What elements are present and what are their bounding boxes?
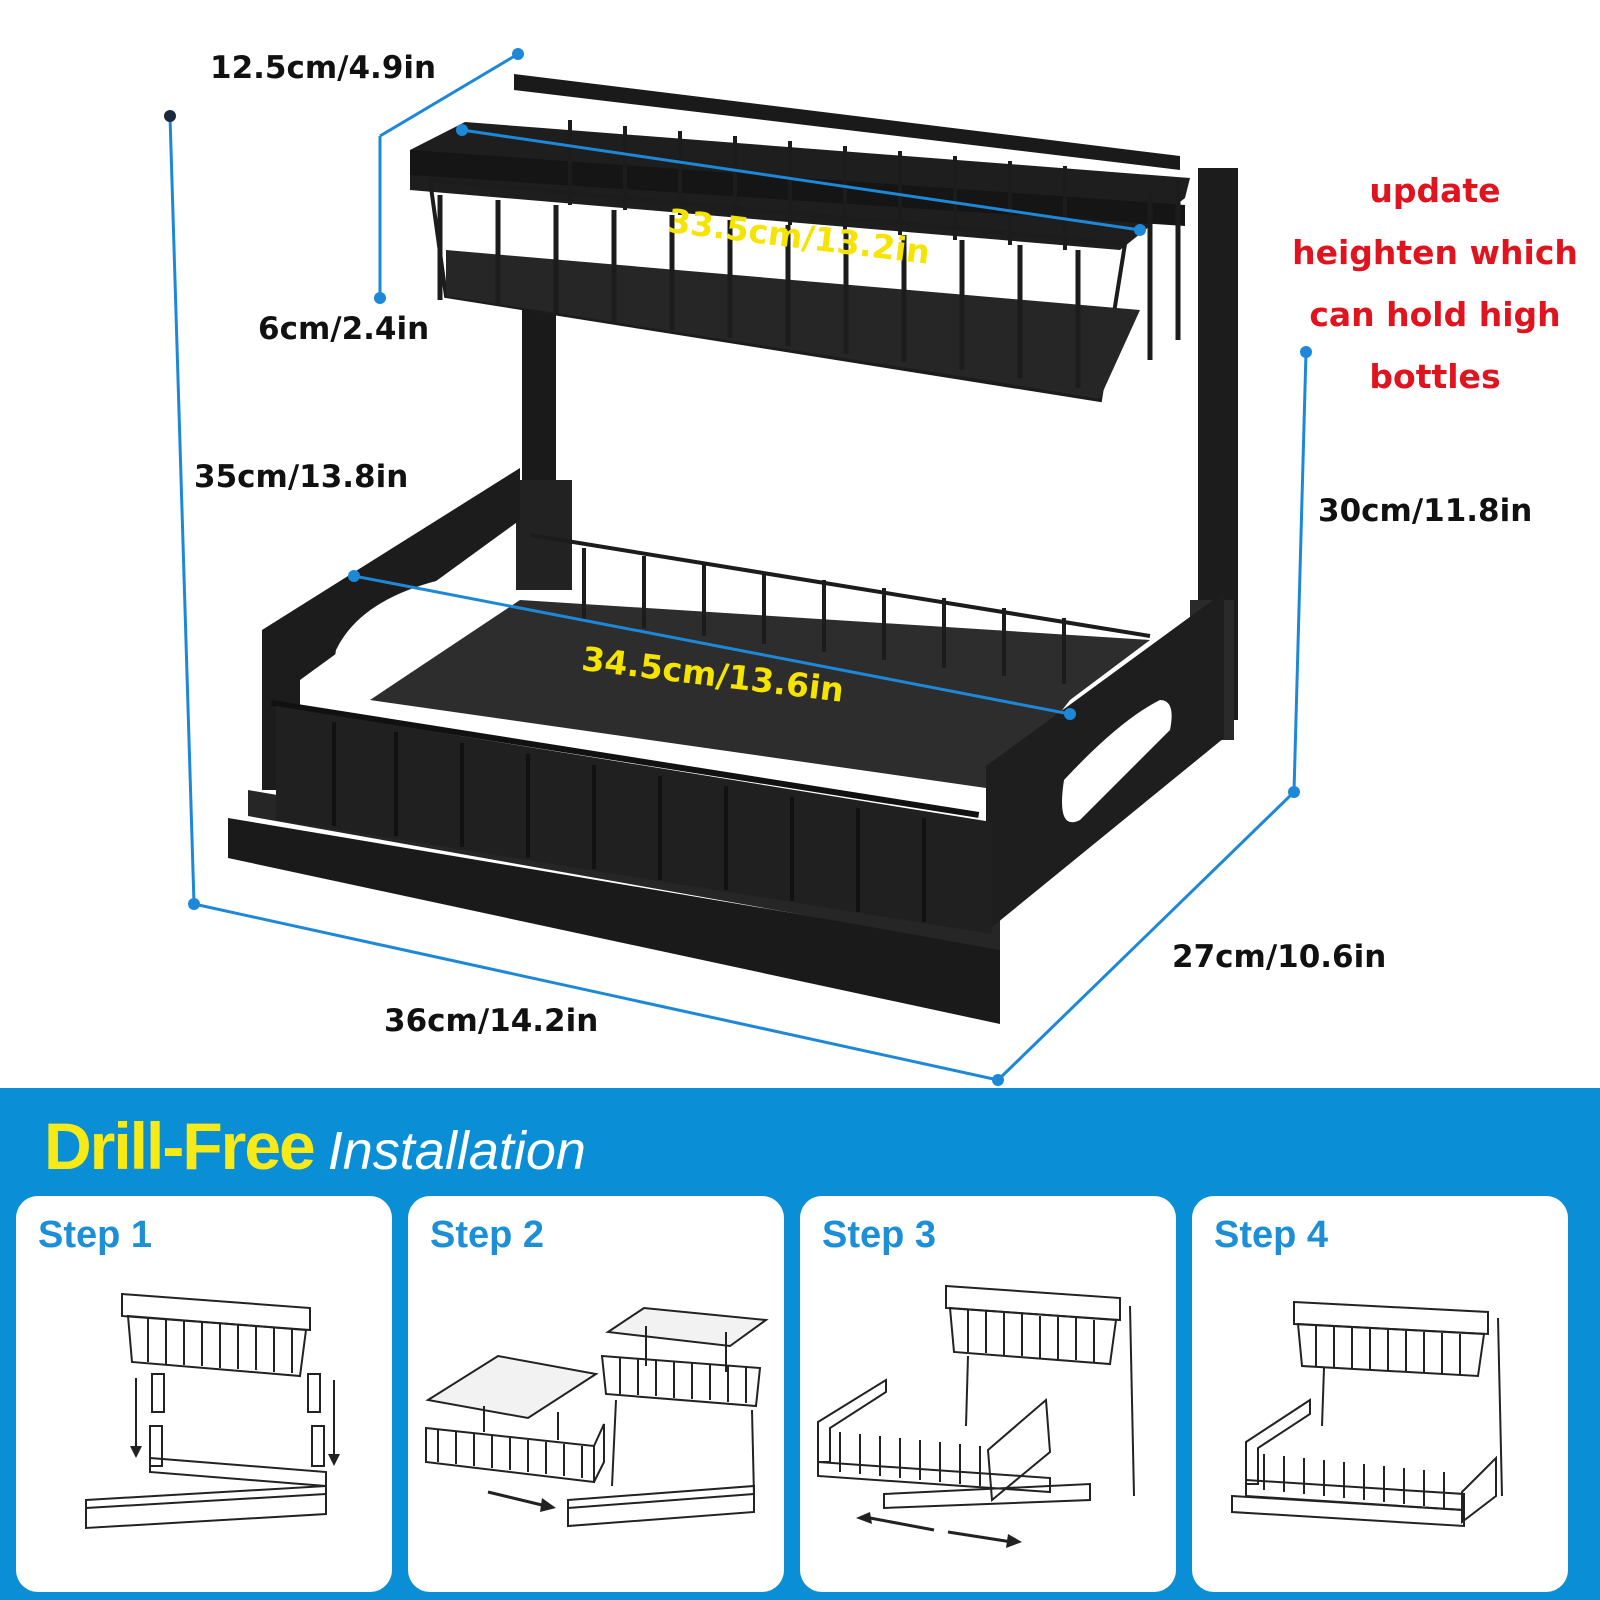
total-height-label: 35cm/13.8in — [194, 459, 409, 495]
step-label: Step 2 — [430, 1214, 545, 1256]
step-card-1: Step 1 — [16, 1196, 392, 1592]
step-label: Step 4 — [1214, 1214, 1329, 1256]
rack-illustration — [164, 48, 1312, 1086]
title-highlight: Drill-Free — [44, 1109, 316, 1183]
step-label: Step 3 — [822, 1214, 937, 1256]
note-line-1: update — [1369, 171, 1501, 210]
right-height-label: 30cm/11.8in — [1318, 493, 1533, 529]
step-label: Step 1 — [38, 1214, 153, 1256]
bottom-width-label: 36cm/14.2in — [384, 1003, 599, 1039]
bottom-depth-label: 27cm/10.6in — [1172, 939, 1387, 975]
note-line-2: heighten which — [1292, 233, 1578, 272]
step-card-4: Step 4 — [1192, 1196, 1568, 1592]
lower-drawer — [228, 468, 1224, 1024]
step-card-3: Step 3 — [800, 1196, 1176, 1592]
basket-height-label: 6cm/2.4in — [258, 311, 430, 347]
note-line-3: can hold high — [1309, 295, 1561, 334]
step-3-diagram — [817, 1284, 1135, 1548]
step-card-2: Step 2 — [408, 1196, 784, 1592]
step-1-diagram — [85, 1292, 340, 1530]
title-rest: Installation — [327, 1121, 586, 1181]
update-note: update heighten which can hold high bott… — [1285, 160, 1585, 408]
step-2-diagram — [425, 1306, 769, 1528]
note-line-4: bottles — [1369, 357, 1501, 396]
measure-lines — [168, 52, 1308, 1082]
depth-top-label: 12.5cm/4.9in — [210, 50, 437, 86]
step-4-diagram — [1231, 1300, 1503, 1528]
product-area: 12.5cm/4.9in 6cm/2.4in 35cm/13.8in 33.5c… — [164, 48, 1585, 1086]
